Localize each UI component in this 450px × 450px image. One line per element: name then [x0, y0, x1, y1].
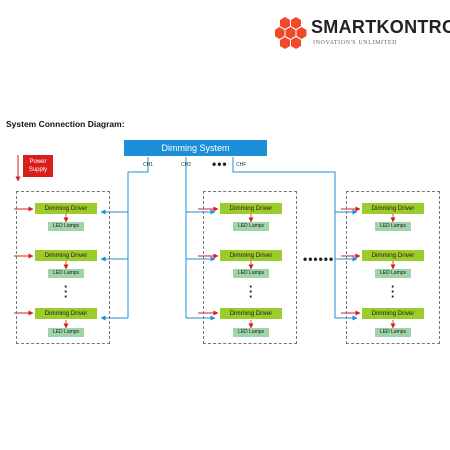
dimming-driver: Dimming Driver — [362, 250, 424, 261]
vertical-ellipsis: ··· — [63, 279, 69, 304]
led-lamps: LED Lamps — [48, 269, 84, 278]
led-lamps: LED Lamps — [233, 269, 269, 278]
vertical-ellipsis: ··· — [248, 279, 254, 304]
channel-lines — [127, 157, 336, 318]
group2-control-links — [186, 209, 216, 321]
led-lamps: LED Lamps — [48, 222, 84, 231]
vertical-ellipsis: ··· — [390, 279, 396, 304]
dimming-driver: Dimming Driver — [362, 203, 424, 214]
driver-lamp-arrows — [63, 214, 396, 329]
led-lamps: LED Lamps — [375, 222, 411, 231]
dimming-driver: Dimming Driver — [35, 308, 97, 319]
channel-ellipsis: ••• — [212, 157, 228, 171]
channel-label-ch2: CH2 — [181, 162, 192, 168]
dimming-driver: Dimming Driver — [220, 250, 282, 261]
channel-label-chf: CHF — [236, 162, 247, 168]
hexagon-cluster-icon — [275, 17, 307, 49]
led-lamps: LED Lamps — [375, 328, 411, 337]
dimming-driver: Dimming Driver — [35, 203, 97, 214]
dimming-system-box: Dimming System — [124, 140, 267, 156]
dimming-driver: Dimming Driver — [220, 308, 282, 319]
brand-logo: SMARTKONTROL INOVATION'S UNLIMITED — [275, 14, 450, 54]
group-ellipsis: •••••• — [303, 252, 335, 266]
driver-group-2 — [203, 191, 297, 344]
brand-tagline: INOVATION'S UNLIMITED — [313, 40, 398, 46]
dimming-driver: Dimming Driver — [220, 203, 282, 214]
driver-group-3 — [346, 191, 440, 344]
led-lamps: LED Lamps — [375, 269, 411, 278]
led-lamps: LED Lamps — [48, 328, 84, 337]
channel-label-ch1: CH1 — [143, 162, 154, 168]
group1-control-links — [100, 209, 128, 321]
led-lamps: LED Lamps — [233, 328, 269, 337]
dimming-driver: Dimming Driver — [362, 308, 424, 319]
diagram-heading: System Connection Diagram: — [6, 119, 125, 129]
power-arrows — [14, 206, 361, 316]
brand-name: SMARTKONTROL — [311, 17, 450, 37]
dimming-driver: Dimming Driver — [35, 250, 97, 261]
led-lamps: LED Lamps — [233, 222, 269, 231]
driver-group-1 — [16, 191, 110, 344]
power-supply-box: Power Supply — [23, 155, 53, 177]
